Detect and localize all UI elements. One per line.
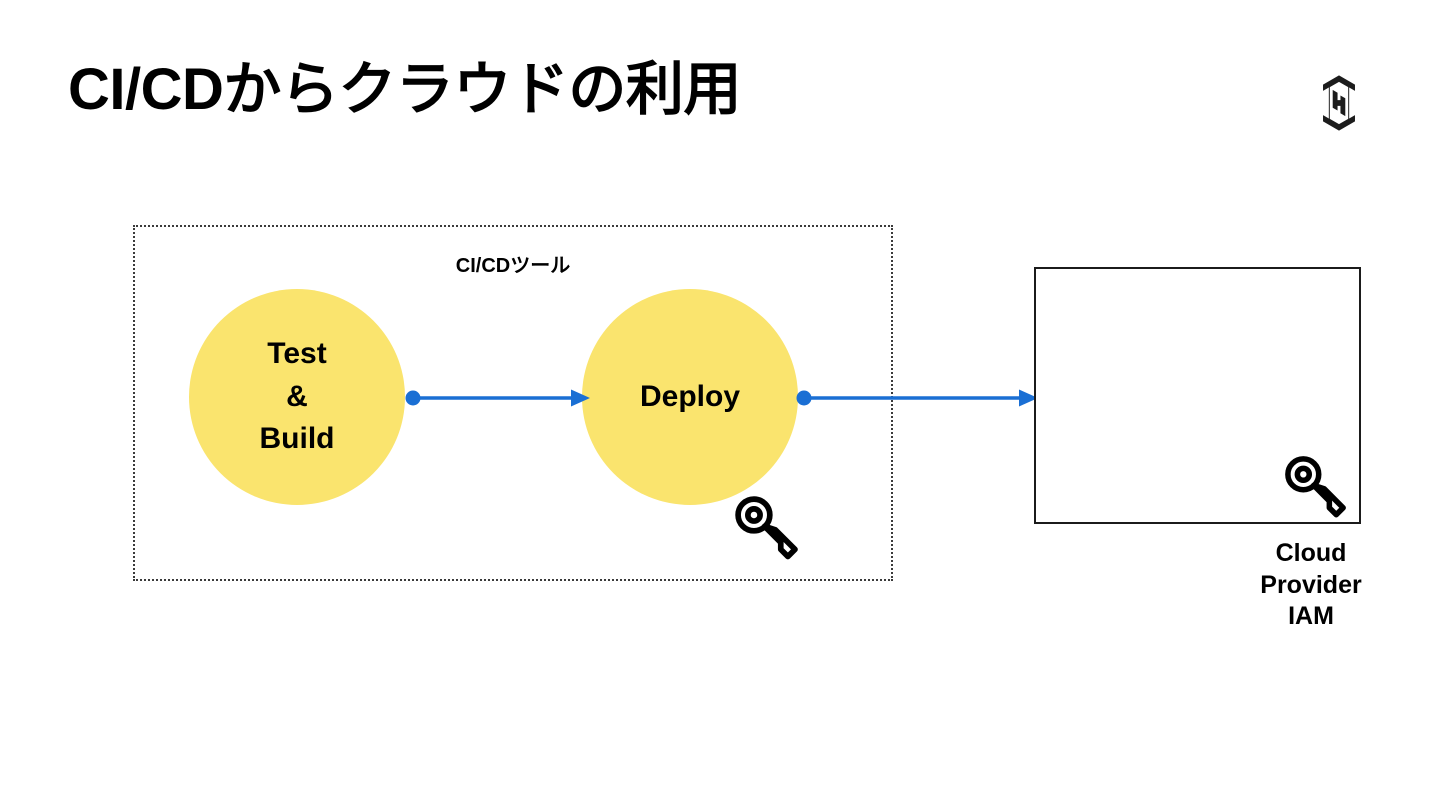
stage-deploy[interactable]: Deploy bbox=[582, 289, 798, 505]
connector-build-to-deploy bbox=[405, 382, 590, 414]
hashicorp-logo bbox=[1308, 72, 1370, 134]
stage-deploy-label: Deploy bbox=[639, 379, 741, 413]
page-title: CI/CDからクラウドの利用 bbox=[68, 57, 741, 122]
key-icon bbox=[1281, 452, 1349, 520]
stage-test-build[interactable]: Test & Build bbox=[189, 289, 405, 505]
key-icon bbox=[731, 492, 801, 562]
connector-arrowhead-icon bbox=[571, 389, 590, 407]
stage-test-build-label: Test & Build bbox=[259, 337, 335, 456]
connector-arrowhead-icon bbox=[1019, 389, 1038, 407]
connector-deploy-to-cloud bbox=[796, 382, 1038, 414]
cicd-tool-container: CI/CDツール bbox=[133, 225, 893, 581]
cloud-provider-label: Cloud Provider IAM bbox=[1260, 539, 1362, 630]
cicd-tool-label: CI/CDツール bbox=[455, 255, 571, 277]
